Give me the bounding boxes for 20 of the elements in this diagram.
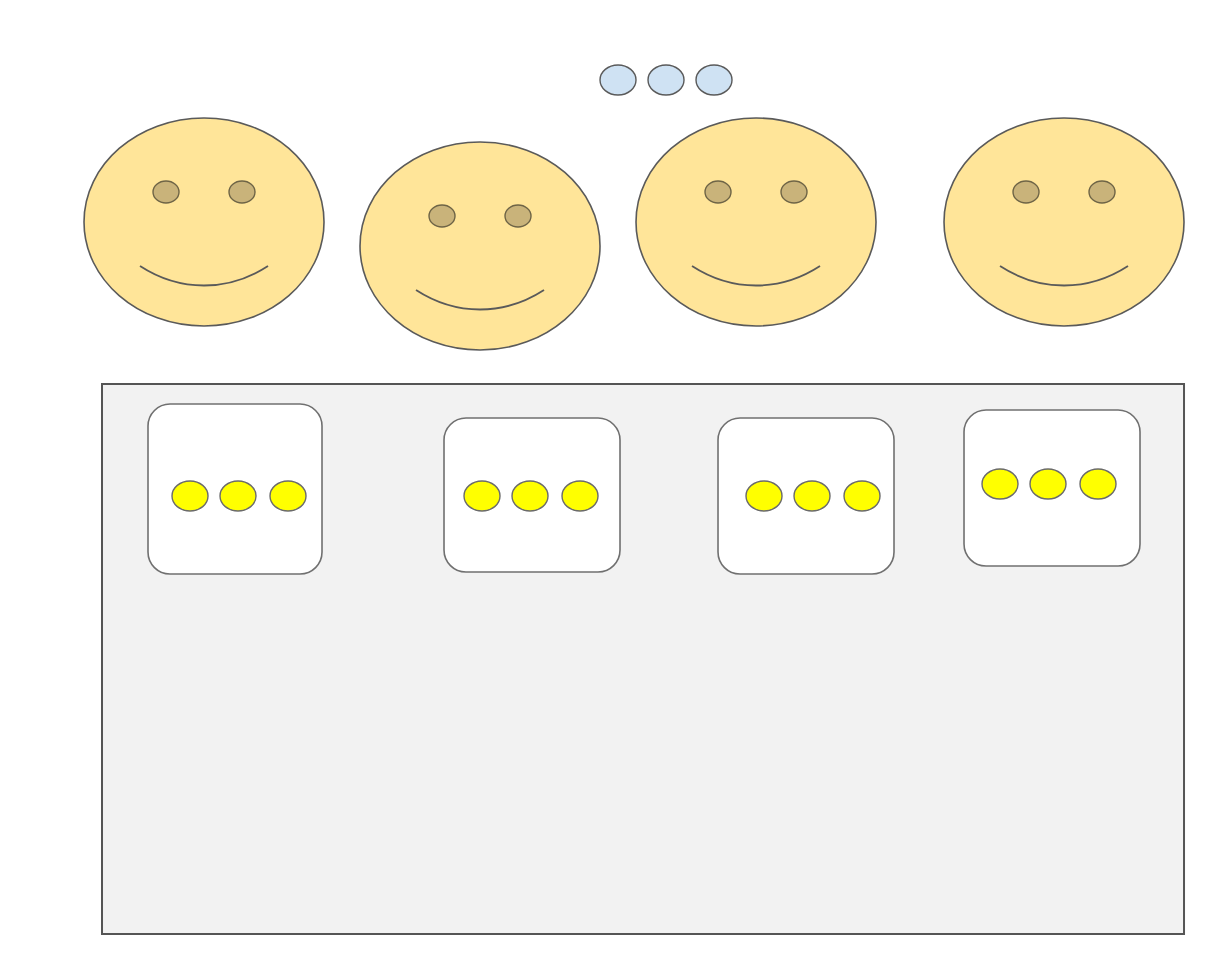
- rounded-box: [147, 403, 323, 575]
- oval: [599, 64, 637, 96]
- oval: [695, 64, 733, 96]
- oval: [647, 64, 685, 96]
- dot: [1029, 468, 1067, 500]
- dot: [1079, 468, 1117, 500]
- smiley-face: [943, 117, 1185, 327]
- dot: [793, 480, 831, 512]
- dot: [843, 480, 881, 512]
- dot: [269, 480, 307, 512]
- dot: [981, 468, 1019, 500]
- smiley-face: [359, 141, 601, 351]
- smiley-face: [83, 117, 325, 327]
- smiley-face: [635, 117, 877, 327]
- dot: [171, 480, 209, 512]
- dot: [219, 480, 257, 512]
- dot: [745, 480, 783, 512]
- dot: [511, 480, 549, 512]
- dot: [463, 480, 501, 512]
- dot: [561, 480, 599, 512]
